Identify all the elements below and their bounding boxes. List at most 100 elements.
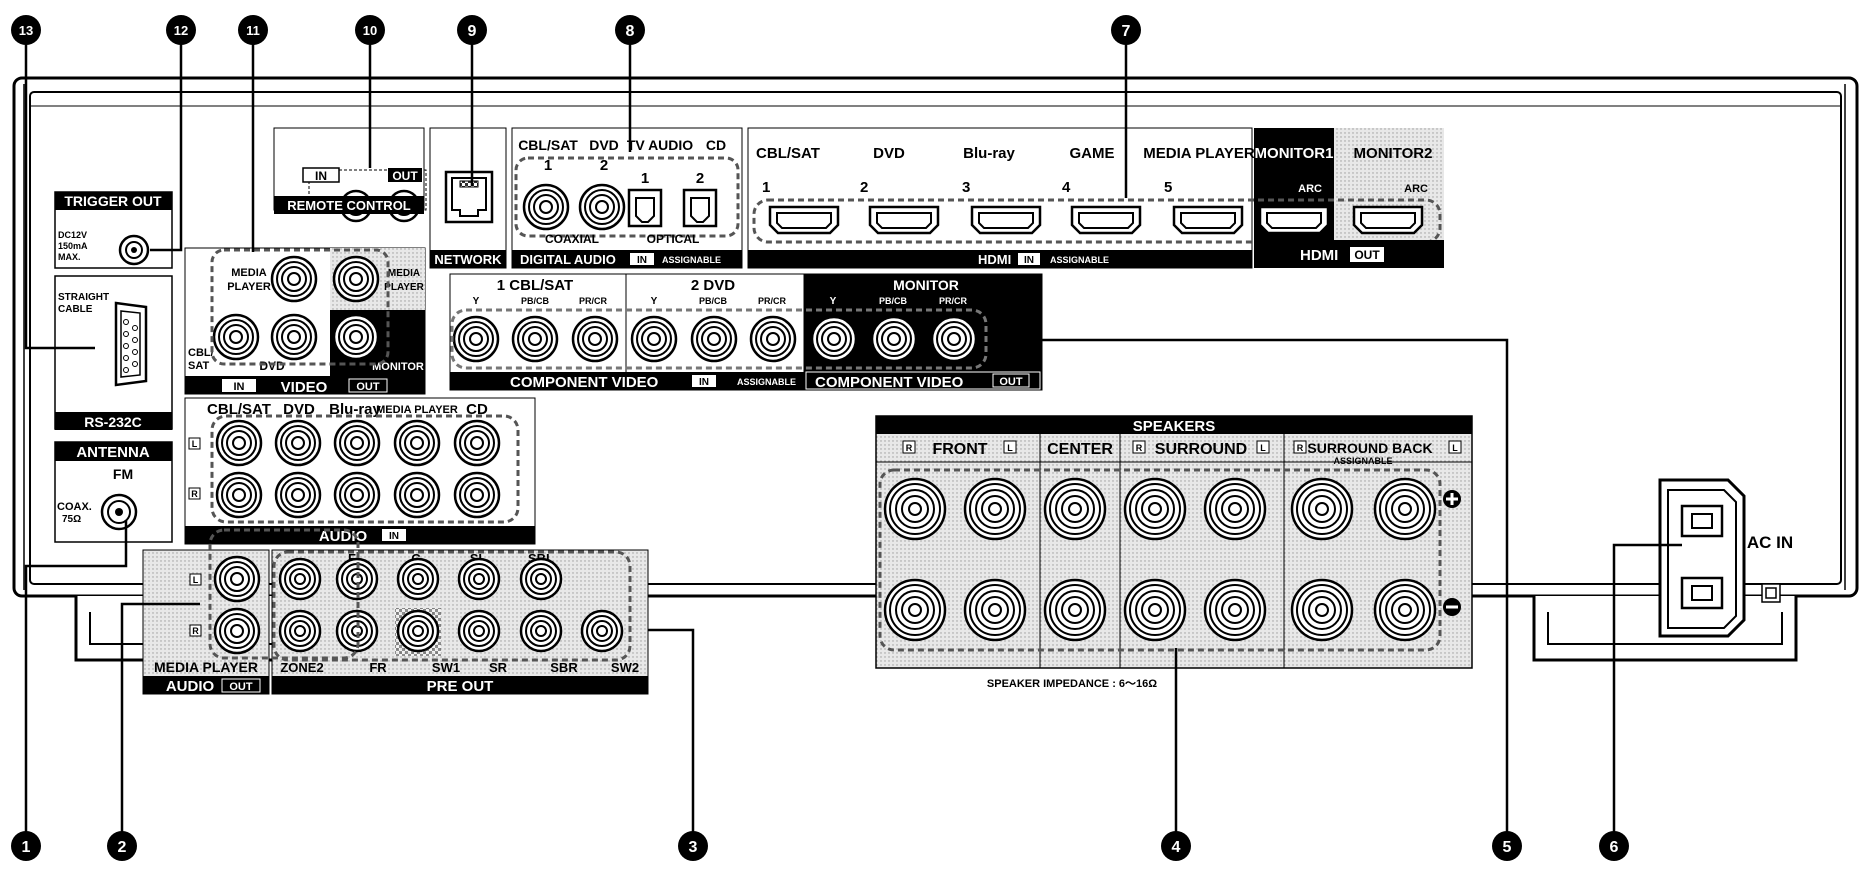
audio-out-media-player-l-jack[interactable]: [213, 555, 261, 603]
audio-in-bluray-l-jack[interactable]: [333, 419, 381, 467]
comp1-y-jack[interactable]: [452, 315, 500, 363]
pre-out-sw2-jack[interactable]: [580, 609, 624, 653]
spk-front-r-minus[interactable]: [883, 578, 947, 642]
hdmi-in-3-port[interactable]: [970, 205, 1042, 235]
hdmi-in-2-port[interactable]: [868, 205, 940, 235]
callout-3: 3: [678, 831, 708, 861]
pre-out-zone2-l-jack[interactable]: [278, 557, 322, 601]
spk-front-l-minus[interactable]: [963, 578, 1027, 642]
spk-surround-l-plus[interactable]: [1203, 477, 1267, 541]
video-in-badge: IN: [234, 381, 245, 393]
spk-sb-l-plus[interactable]: [1373, 477, 1437, 541]
svg-text:12: 12: [174, 23, 188, 38]
pre-out-sbr-jack[interactable]: [519, 609, 563, 653]
spk-center-plus[interactable]: [1043, 477, 1107, 541]
component-in-badge: IN: [699, 377, 709, 388]
comp2-pb-jack[interactable]: [690, 315, 738, 363]
hdmi-num-3: 3: [962, 179, 970, 196]
optical-1-jack[interactable]: [627, 188, 663, 228]
rs232c-cable-line1: STRAIGHT: [58, 292, 109, 303]
svg-text:9: 9: [468, 23, 477, 40]
video-dvd-label: DVD: [259, 359, 285, 373]
video-in-dvd-jack[interactable]: [270, 313, 318, 361]
coaxial-1-number: 1: [544, 157, 552, 174]
audio-in-dvd-r-jack[interactable]: [274, 471, 322, 519]
speakers-center-label: CENTER: [1047, 441, 1113, 458]
comp1-pr-jack[interactable]: [571, 315, 619, 363]
spk-front-l-plus[interactable]: [963, 477, 1027, 541]
remote-control-title: REMOTE CONTROL: [287, 198, 411, 213]
callout-leaders: [24, 36, 1682, 848]
coaxial-label: COAXIAL: [545, 232, 599, 246]
comp2-pr-jack[interactable]: [749, 315, 797, 363]
video-in-media-player-jack[interactable]: [270, 255, 318, 303]
digital-audio-title: DIGITAL AUDIO: [520, 252, 616, 267]
spk-sb-r-minus[interactable]: [1290, 578, 1354, 642]
callout-5: 5: [1492, 831, 1522, 861]
pre-out-zone2-r-jack[interactable]: [278, 609, 322, 653]
hdmi-monitor1-out-port[interactable]: [1258, 205, 1330, 235]
optical-2-jack[interactable]: [682, 188, 718, 228]
hdmi-in-1-port[interactable]: [768, 205, 840, 235]
spk-surround-r-plus[interactable]: [1123, 477, 1187, 541]
pre-out-c-jack[interactable]: [396, 557, 440, 601]
video-out-media-player-jack[interactable]: [332, 255, 380, 303]
callout-7: 7: [1111, 15, 1141, 45]
network-lan-port[interactable]: [444, 170, 494, 224]
speaker-impedance-label: SPEAKER IMPEDANCE : 6～16Ω: [987, 678, 1157, 690]
audio-in-cd-l-jack[interactable]: [453, 419, 501, 467]
front-l-marker: L: [1007, 443, 1013, 453]
digital-coaxial-1-jack[interactable]: [522, 183, 570, 231]
video-out-badge: OUT: [356, 381, 380, 393]
video-in-cbl-sat-jack[interactable]: [212, 313, 260, 361]
video-monitor-label: MONITOR: [372, 361, 424, 373]
hdmi-in-4-port[interactable]: [1070, 205, 1142, 235]
svg-text:11: 11: [246, 23, 260, 38]
comp-out-y-jack[interactable]: [810, 315, 858, 363]
audio-in-title: AUDIO: [319, 528, 368, 545]
audio-in-bluray-r-jack[interactable]: [333, 471, 381, 519]
audio-in-cbl-sat-l-jack[interactable]: [215, 419, 263, 467]
optical-1-number: 1: [641, 170, 649, 187]
spk-sb-r-plus[interactable]: [1290, 477, 1354, 541]
pre-out-sl-jack[interactable]: [457, 557, 501, 601]
video-sat-label: SAT: [188, 360, 209, 372]
pre-out-sr-jack[interactable]: [457, 609, 501, 653]
pre-out-sbl-jack[interactable]: [519, 557, 563, 601]
comp-out-pr-jack[interactable]: [930, 315, 978, 363]
comp2-y-jack[interactable]: [630, 315, 678, 363]
audio-in-badge: IN: [389, 531, 399, 542]
audio-in-media-player-l-jack[interactable]: [393, 419, 441, 467]
spk-sb-l-minus[interactable]: [1373, 578, 1437, 642]
pre-out-title: PRE OUT: [427, 678, 494, 695]
trigger-spec-line1: DC12V: [58, 230, 87, 240]
comp-out-pb-jack[interactable]: [870, 315, 918, 363]
audio-in-media-player-r-jack[interactable]: [393, 471, 441, 519]
audio-in-label-cbl-sat: CBL/SAT: [207, 401, 271, 418]
callout-12: 12: [166, 15, 196, 45]
comp2-pb-label: PB/CB: [699, 296, 728, 306]
spk-center-minus[interactable]: [1043, 578, 1107, 642]
hdmi-monitor2-out-port[interactable]: [1352, 205, 1424, 235]
spk-surround-l-minus[interactable]: [1203, 578, 1267, 642]
audio-out-r-marker: R: [192, 626, 199, 636]
audio-in-dvd-l-jack[interactable]: [274, 419, 322, 467]
rs232c-port[interactable]: [114, 301, 148, 387]
audio-in-cbl-sat-r-jack[interactable]: [215, 471, 263, 519]
ac-in-socket[interactable]: [1680, 504, 1724, 610]
hdmi-in-title: HDMI: [978, 252, 1011, 267]
optical-label: OPTICAL: [647, 232, 700, 246]
hdmi-in-5-port[interactable]: [1172, 205, 1244, 235]
audio-out-media-player-r-jack[interactable]: [213, 607, 261, 655]
trigger-out-jack[interactable]: [118, 234, 150, 266]
pre-out-sw1-jack[interactable]: [396, 609, 440, 653]
video-monitor-out-jack[interactable]: [332, 313, 380, 361]
component-out-badge: OUT: [999, 376, 1023, 388]
spk-surround-r-minus[interactable]: [1123, 578, 1187, 642]
audio-out-badge: OUT: [229, 681, 253, 693]
comp1-pb-jack[interactable]: [511, 315, 559, 363]
fm-antenna-jack[interactable]: [100, 493, 138, 531]
spk-front-r-plus[interactable]: [883, 477, 947, 541]
audio-in-cd-r-jack[interactable]: [453, 471, 501, 519]
digital-coaxial-2-jack[interactable]: [578, 183, 626, 231]
